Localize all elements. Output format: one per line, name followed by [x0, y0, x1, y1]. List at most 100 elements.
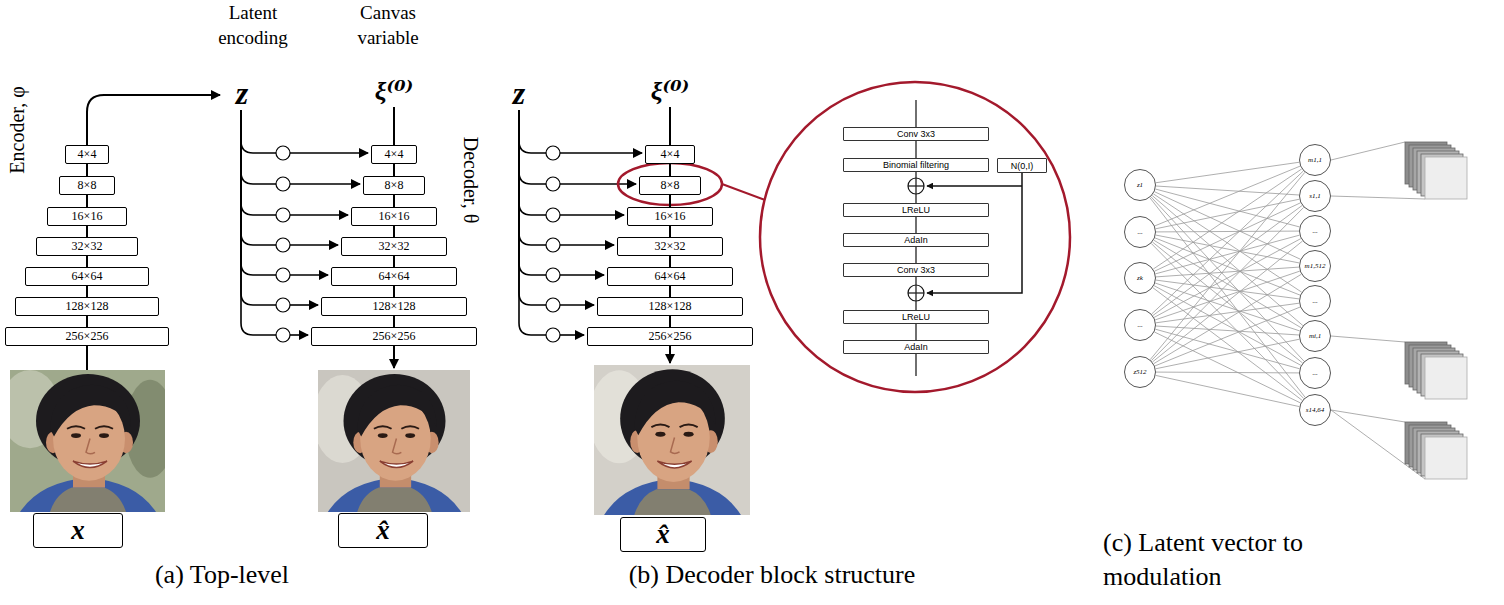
connector: [915, 247, 916, 263]
neuron-circle: s14,64: [1299, 394, 1331, 426]
connector: [1156, 235, 1300, 263]
node-text: x̂: [376, 515, 390, 546]
feature-block: 16×16: [627, 207, 713, 226]
node-text: x̂: [656, 519, 670, 550]
node-text: 8×8: [661, 178, 680, 193]
feature-block: 64×64: [25, 267, 149, 286]
connector: [86, 164, 88, 176]
layer-box: AdaIn: [843, 233, 989, 247]
panel-caption: (b) Decoder block structure: [629, 561, 916, 590]
connector: [1156, 372, 1299, 374]
neuron-circle: ...: [1299, 285, 1331, 317]
connector: [915, 277, 916, 310]
node-text: m1,1: [1308, 156, 1322, 164]
node-text: z512: [1133, 368, 1146, 376]
connector: [1156, 326, 1299, 335]
feature-block: 16×16: [47, 207, 127, 226]
connector: [393, 286, 395, 297]
neuron-circle: ...: [1124, 216, 1156, 248]
node-text: ...: [1137, 228, 1142, 236]
feature-block: 256×256: [311, 327, 477, 346]
connector: [393, 316, 395, 327]
feature-block: 64×64: [607, 267, 733, 286]
connector: [1153, 205, 1302, 315]
neuron-circle: s1,1: [1299, 180, 1331, 212]
node-text: 32×32: [72, 239, 103, 254]
feature-block: 8×8: [639, 176, 701, 195]
node-text: AdaIn: [904, 235, 928, 245]
feature-block: 128×128: [597, 297, 743, 316]
column-heading: Canvas variable: [340, 1, 436, 50]
connector: [393, 226, 395, 237]
neuron-circle: m1,1: [1299, 144, 1331, 176]
layer-box: Binomial filtering: [843, 158, 989, 172]
neuron-circle: z1: [1124, 169, 1156, 201]
connector: [669, 226, 671, 237]
connector: [1153, 169, 1301, 269]
node-text: N(0,I): [1011, 161, 1034, 171]
panel-caption: (c) Latent vector to modulation: [1103, 526, 1403, 594]
node-text: 256×256: [66, 329, 109, 344]
image-label-box: x̂: [620, 517, 706, 552]
connector: [669, 316, 671, 327]
feature-block: 32×32: [341, 237, 447, 256]
node-text: 8×8: [385, 178, 404, 193]
node-text: 64×64: [72, 269, 103, 284]
layer-box: Conv 3x3: [843, 263, 989, 277]
node-text: LReLU: [902, 205, 930, 215]
connector: [393, 195, 395, 207]
layer-box: LReLU: [843, 203, 989, 217]
variable-symbol: ξ⁽⁰⁾: [375, 78, 414, 107]
connector: [1154, 274, 1302, 363]
node-text: x: [71, 515, 85, 546]
connector: [1156, 231, 1299, 233]
node-text: 32×32: [655, 239, 686, 254]
node-text: ...: [1137, 321, 1142, 329]
node-text: ...: [1312, 297, 1317, 305]
feature-block: 16×16: [351, 207, 437, 226]
connector: [1156, 339, 1300, 369]
connector: [1155, 271, 1300, 320]
feature-block: 128×128: [15, 297, 159, 316]
feature-block: 4×4: [65, 145, 109, 164]
connector: [86, 316, 88, 327]
node-text: z1: [1137, 181, 1143, 189]
neuron-circle: z512: [1124, 356, 1156, 388]
node-text: 64×64: [379, 269, 410, 284]
neuron-circle: m1,512: [1299, 250, 1331, 282]
feature-block: 4×4: [645, 145, 695, 164]
layer-box: AdaIn: [843, 340, 989, 354]
connector: [1152, 241, 1302, 362]
connector: [86, 195, 88, 207]
node-text: 128×128: [66, 299, 109, 314]
connector: [86, 286, 88, 297]
connector: [1156, 375, 1300, 406]
connector: [1150, 172, 1305, 359]
variable-symbol: z: [236, 76, 248, 111]
node-text: AdaIn: [904, 342, 928, 352]
connector: [1154, 286, 1301, 366]
side-label: Encoder, φ: [6, 86, 28, 173]
node-text: 128×128: [649, 299, 692, 314]
feature-block: 8×8: [363, 176, 425, 195]
layer-box: N(0,I): [997, 158, 1047, 173]
node-text: 32×32: [379, 239, 410, 254]
node-text: 256×256: [649, 329, 692, 344]
node-text: ...: [1312, 227, 1317, 235]
node-text: 4×4: [385, 147, 404, 162]
connector: [915, 172, 916, 203]
connector: [1151, 243, 1304, 398]
connector: [1156, 199, 1300, 229]
connector: [669, 256, 671, 267]
node-text: 256×256: [373, 329, 416, 344]
node-text: ...: [1312, 369, 1317, 377]
feature-block: 256×256: [5, 327, 169, 346]
connector: [669, 195, 671, 207]
node-text: s14,64: [1306, 406, 1324, 414]
connector: [1152, 171, 1304, 314]
feature-block: 128×128: [321, 297, 467, 316]
neuron-circle: mi,1: [1299, 320, 1331, 352]
